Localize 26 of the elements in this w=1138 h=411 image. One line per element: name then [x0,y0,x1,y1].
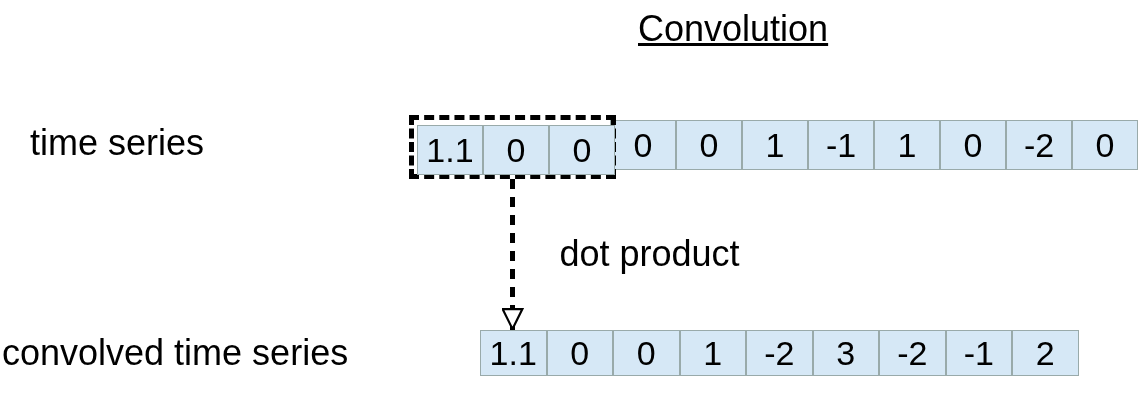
array-cell: 0 [546,330,613,376]
array-cell: 0 [613,330,680,376]
row-label: convolved time series [2,332,349,374]
array-cell: 0 [676,120,742,170]
array-cell: 2 [1012,330,1079,376]
array-cell: -2 [746,330,813,376]
array-cell: -1 [945,330,1012,376]
diagram-title: Convolution [638,8,829,50]
array-cell: 3 [812,330,879,376]
dashed-window-box [409,115,616,179]
array-cell: -2 [879,330,946,376]
arrow [501,179,524,330]
array-cell: 0 [610,120,676,170]
array-cell: -2 [1006,120,1072,170]
array-cell: 1 [679,330,746,376]
array-cell: 1 [874,120,940,170]
row-label: time series [30,122,205,164]
array-cell: 0 [940,120,1006,170]
array-cell: 0 [1072,120,1138,170]
array-cell: 0 [549,125,615,175]
array-cell: 0 [483,125,549,175]
array-cell: 1.1 [480,330,547,376]
array-cell: 1.1 [417,125,483,175]
edge-label: dot product [559,232,740,275]
array-cell: -1 [808,120,874,170]
array-cell: 1 [742,120,808,170]
